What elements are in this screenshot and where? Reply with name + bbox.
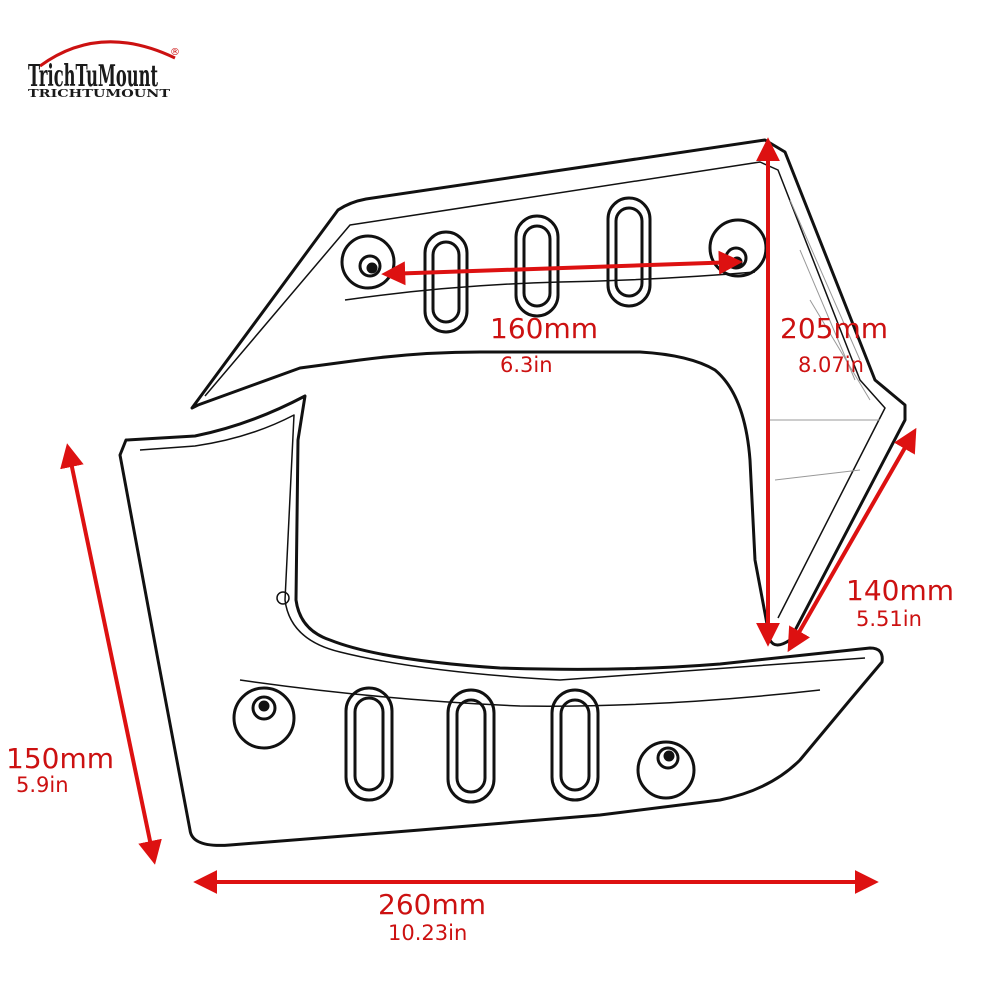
side-height-mm-label: 150mm <box>6 742 114 775</box>
hole-spacing-arrow <box>381 250 743 286</box>
side-height-in-label: 5.9in <box>16 773 69 797</box>
lower-vent-slot <box>455 698 487 794</box>
logo-registered-mark: ® <box>170 47 180 58</box>
lower-vent-slot <box>550 688 600 802</box>
upper-vent-slot <box>606 196 652 308</box>
brand-logo: TrichTuMount ® TRICHTUMOUNT <box>28 40 180 100</box>
upper-vent-slot <box>522 224 552 308</box>
height-mm-label: 205mm <box>780 312 888 345</box>
lower-part-inner-edge <box>139 414 866 681</box>
lower-part-outline <box>118 394 884 847</box>
upper-left-bolt-boss <box>340 234 396 290</box>
upper-part-texture <box>770 199 880 481</box>
upper-vent-slot <box>431 240 461 324</box>
lower-vent-slot <box>446 688 496 804</box>
hole-spacing-in-label: 6.3in <box>500 353 553 377</box>
diagonal-in-label: 5.51in <box>856 607 922 631</box>
logo-swoosh <box>39 40 176 68</box>
upper-cover-part <box>190 138 907 647</box>
lower-vent-slot <box>353 696 385 792</box>
lower-left-bolt-boss <box>232 686 296 750</box>
lower-vent-slots <box>344 686 600 804</box>
side-height-arrow <box>60 443 162 865</box>
lower-part-fold-line <box>239 679 821 707</box>
height-in-label: 8.07in <box>798 353 864 377</box>
dimension-arrows <box>60 137 917 894</box>
upper-vent-slot <box>614 206 644 298</box>
width-in-label: 10.23in <box>388 921 467 945</box>
diagonal-arrow <box>787 427 917 653</box>
lower-vent-slot <box>344 686 394 802</box>
logo-tagline: TRICHTUMOUNT <box>28 87 171 100</box>
dimension-labels: 160mm 6.3in 205mm 8.07in 140mm 5.51in 15… <box>6 312 954 945</box>
lower-part-small-hole <box>276 591 290 605</box>
logo-wordmark: TrichTuMount <box>28 59 158 94</box>
upper-part-outline <box>190 138 907 647</box>
upper-vent-slot <box>514 214 560 318</box>
width-mm-label: 260mm <box>378 888 486 921</box>
hole-spacing-mm-label: 160mm <box>490 312 598 345</box>
lower-cover-part <box>118 394 884 847</box>
diagonal-mm-label: 140mm <box>846 574 954 607</box>
lower-vent-slot <box>559 698 591 792</box>
upper-vent-slot <box>423 230 469 334</box>
lower-right-bolt-boss <box>636 740 696 800</box>
upper-right-bolt-boss <box>708 218 768 278</box>
